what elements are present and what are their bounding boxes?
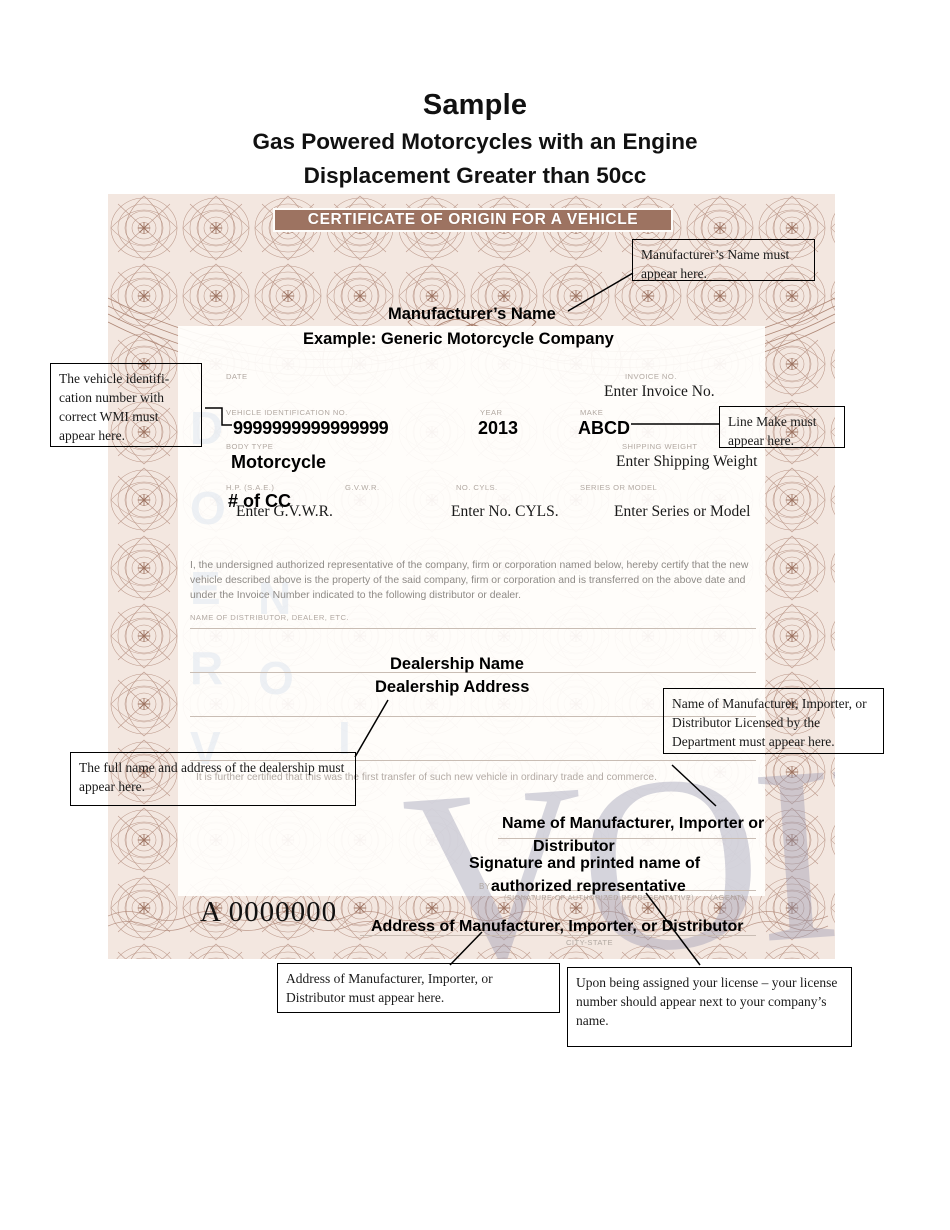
label-series-or-model: SERIES OR MODEL (580, 483, 658, 492)
value-gvwr: Enter G.V.W.R. (236, 503, 333, 520)
svg-text:O: O (190, 482, 226, 534)
label-date: DATE (226, 372, 248, 381)
value-shipping-weight: Enter Shipping Weight (616, 453, 758, 470)
label-vin: VEHICLE IDENTIFICATION NO. (226, 408, 348, 417)
certification-paragraph: I, the undersigned authorized representa… (190, 560, 749, 602)
callout-licensed: Name of Manufacturer, Importer, or Distr… (663, 688, 884, 754)
svg-text:O: O (258, 652, 294, 704)
overlay-manufacturer-name: Manufacturer’s Name (388, 305, 556, 323)
signature-rule (498, 890, 756, 891)
svg-text:V: V (190, 722, 221, 774)
label-no-cyls: NO. CYLS. (456, 483, 498, 492)
label-signature: (SIGNATURE OF AUTHORIZED REPRESENTATIVE) (504, 893, 695, 902)
city-state-rule (360, 935, 756, 936)
svg-text:E: E (190, 562, 221, 614)
label-name-of-distributor: NAME OF DISTRIBUTOR, DEALER, ETC. (190, 613, 350, 622)
callout-address: Address of Manufacturer, Importer, or Di… (277, 963, 560, 1013)
callout-dealership: The full name and address of the dealers… (70, 752, 356, 806)
label-hp: H.P. (S.A.E.) (226, 483, 275, 492)
name-rule (498, 838, 756, 839)
label-agent: (AGENT) (710, 893, 745, 902)
title-line-1: Sample (422, 89, 528, 121)
label-body-type: BODY TYPE (226, 442, 274, 451)
label-make: MAKE (580, 408, 604, 417)
title-line-3: Displacement Greater than 50cc (303, 163, 647, 188)
serial-number: A 0000000 (200, 896, 338, 928)
page-title: Sample Gas Powered Motorcycles with an E… (0, 88, 950, 190)
value-year: 2013 (478, 418, 519, 438)
label-city-state: CITY-STATE (566, 938, 613, 947)
label-year: YEAR (480, 408, 503, 417)
distributor-rule-4 (190, 760, 756, 761)
value-invoice-no: Enter Invoice No. (604, 383, 715, 400)
overlay-address-of-mfr: Address of Manufacturer, Importer, or Di… (371, 918, 744, 935)
callout-manufacturer-name: Manufacturer’s Name must appear here. (632, 239, 815, 281)
callout-license-number: Upon being assigned your license – your … (567, 967, 852, 1047)
svg-text:N: N (258, 572, 291, 624)
overlay-manufacturer-example: Example: Generic Motorcycle Company (303, 330, 614, 348)
label-invoice-no: INVOICE NO. (625, 372, 677, 381)
label-shipping-weight: SHIPPING WEIGHT (622, 442, 698, 451)
further-certified-text: It is further certified that this was th… (196, 772, 657, 783)
overlay-dealership-name: Dealership Name (390, 655, 524, 673)
certificate-banner-title: CERTIFICATE OF ORIGIN FOR A VEHICLE (307, 211, 639, 228)
certificate-banner: CERTIFICATE OF ORIGIN FOR A VEHICLE (273, 208, 673, 232)
overlay-signature-line1: Signature and printed name of (469, 855, 701, 872)
value-no-cyls: Enter No. CYLS. (451, 503, 559, 520)
distributor-rule-2 (190, 672, 756, 673)
distributor-rule (190, 628, 756, 629)
title-line-2: Gas Powered Motorcycles with an Engine (252, 129, 698, 154)
value-vin: 9999999999999999 (233, 418, 389, 438)
callout-line-make: Line Make must appear here. (719, 406, 845, 448)
callout-vin: The vehicle identifi-cation number with … (50, 363, 202, 447)
svg-text:I: I (338, 712, 351, 764)
overlay-signature-line2: authorized representative (491, 878, 686, 895)
overlay-dealership-address: Dealership Address (375, 678, 530, 696)
value-series-or-model: Enter Series or Model (614, 503, 751, 520)
overlay-mfr-importer-line1: Name of Manufacturer, Importer or (502, 815, 765, 832)
value-body-type: Motorcycle (231, 452, 327, 472)
svg-text:R: R (190, 642, 223, 694)
label-by: BY: (479, 882, 493, 891)
label-gvwr: G.V.W.R. (345, 483, 380, 492)
overlay-mfr-importer-line2: Distributor (533, 838, 615, 855)
distributor-rule-3 (190, 716, 756, 717)
value-make: ABCD (578, 418, 630, 438)
value-hp: # of CC (228, 491, 291, 511)
